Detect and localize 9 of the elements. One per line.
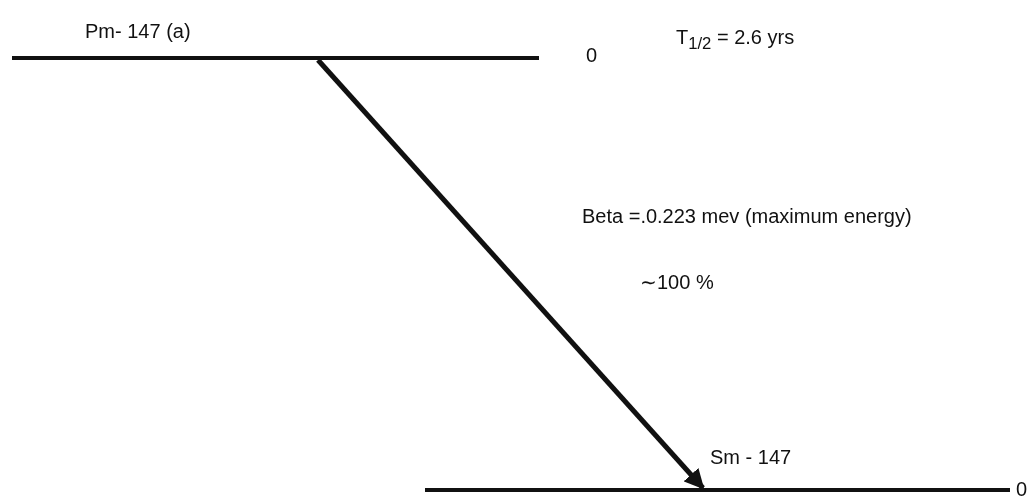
decay-arrow: [316, 58, 705, 490]
energy-value: 0: [1016, 478, 1028, 501]
energy-value: 0: [586, 44, 598, 67]
branching-ratio-label: ∼100 %: [640, 270, 714, 294]
nuclide-label: Sm - 147: [710, 446, 792, 469]
nuclide-label: Pm- 147 (a): [85, 20, 191, 43]
energy-level: [12, 20, 539, 60]
decay-energy-label: Beta =.0.223 mev (maximum energy): [582, 205, 912, 228]
half-life-label: T$_{1/2}$ = 2.6 yrs: [676, 26, 795, 54]
